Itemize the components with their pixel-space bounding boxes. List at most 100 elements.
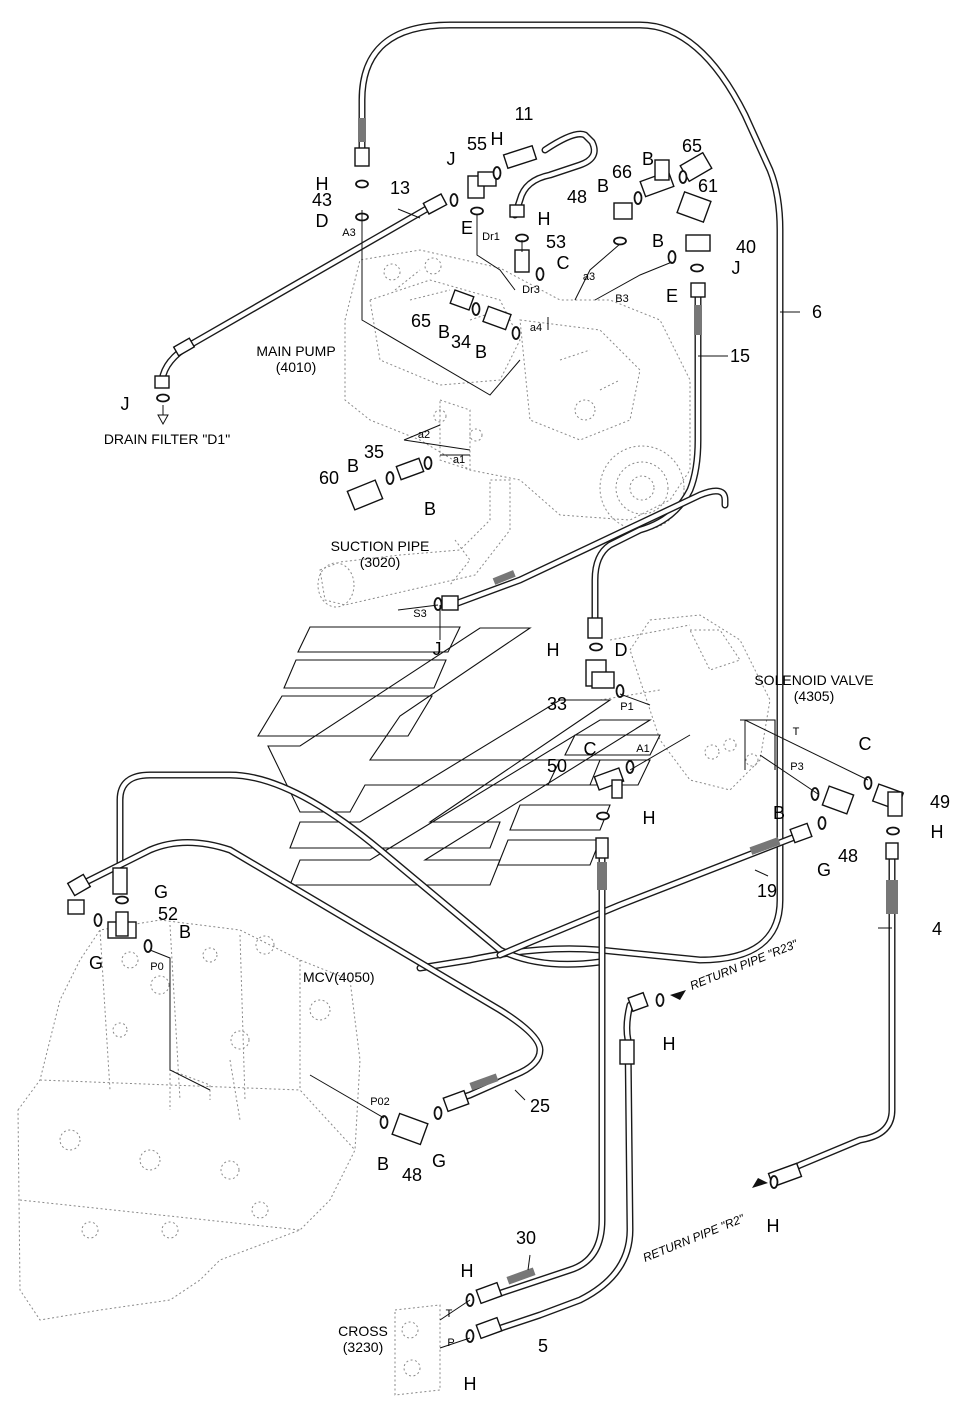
callout-c2: H bbox=[491, 129, 504, 149]
callout-c16: 66 bbox=[612, 162, 632, 182]
port-label-p16: T bbox=[446, 1308, 453, 1320]
pipe-15 bbox=[591, 286, 702, 629]
main-pump-code: (4010) bbox=[276, 359, 316, 375]
cross-outline bbox=[394, 1304, 441, 1396]
solenoid-valve-code: (4305) bbox=[794, 688, 834, 704]
callout-c8: 13 bbox=[390, 178, 410, 198]
callout-c42: 49 bbox=[930, 792, 950, 812]
port-label-p7: a2 bbox=[418, 429, 430, 441]
return-pipe-r23-label: RETURN PIPE "R23" bbox=[688, 937, 800, 993]
fittings bbox=[66, 144, 905, 1340]
port-label-p12: T bbox=[793, 726, 800, 738]
callout-c15: B bbox=[642, 149, 654, 169]
return-pipe-r2-label: RETURN PIPE "R2" bbox=[641, 1211, 747, 1265]
callout-c45: G bbox=[817, 860, 831, 880]
callout-c33: B bbox=[424, 499, 436, 519]
callout-c46: 48 bbox=[838, 846, 858, 866]
port-label-p3: Dr3 bbox=[522, 284, 540, 296]
suction-pipe-outline bbox=[317, 479, 511, 608]
port-label-p1: A3 bbox=[342, 227, 355, 239]
callout-c13: C bbox=[557, 253, 570, 273]
callout-c60: H bbox=[464, 1374, 477, 1394]
callout-c22: E bbox=[666, 286, 678, 306]
callout-c59: 30 bbox=[516, 1228, 536, 1248]
pipe-11 bbox=[511, 130, 598, 219]
port-label-p15: P02 bbox=[370, 1096, 390, 1108]
pipe-6-lower bbox=[116, 771, 604, 968]
callout-c19: B bbox=[652, 231, 664, 251]
callout-c32: 60 bbox=[319, 468, 339, 488]
callout-c20: 40 bbox=[736, 237, 756, 257]
callout-c38: C bbox=[584, 739, 597, 759]
callout-c39: 50 bbox=[547, 756, 567, 776]
callout-c11: 48 bbox=[567, 187, 587, 207]
callout-c34: J bbox=[433, 639, 442, 659]
callout-c62: H bbox=[767, 1216, 780, 1236]
callout-c51: B bbox=[179, 922, 191, 942]
callout-c36: D bbox=[615, 640, 628, 660]
hose-braids bbox=[358, 118, 898, 1285]
callout-c57: G bbox=[432, 1151, 446, 1171]
callout-c43: H bbox=[931, 822, 944, 842]
pipe-suction-return bbox=[451, 487, 729, 608]
pipe-6 bbox=[358, 21, 784, 972]
callout-c3: 55 bbox=[467, 134, 487, 154]
callout-c53: H bbox=[663, 1034, 676, 1054]
pipe-4 bbox=[776, 856, 896, 1179]
callout-c31: B bbox=[347, 456, 359, 476]
callout-c4: J bbox=[447, 149, 456, 169]
mcv-outline bbox=[17, 919, 361, 1321]
solenoid-valve-name: SOLENOID VALVE bbox=[754, 672, 873, 688]
leader-lines bbox=[149, 208, 892, 1349]
callout-c12: 53 bbox=[546, 232, 566, 252]
callout-c49: G bbox=[154, 882, 168, 902]
callout-c54: 25 bbox=[530, 1096, 550, 1116]
callout-c23: 6 bbox=[812, 302, 822, 322]
port-label-p6: a4 bbox=[530, 322, 542, 334]
callout-c48: 4 bbox=[932, 919, 942, 939]
callout-c40: H bbox=[643, 808, 656, 828]
callout-c55: B bbox=[377, 1154, 389, 1174]
callout-c24: 15 bbox=[730, 346, 750, 366]
callout-c30: 35 bbox=[364, 442, 384, 462]
main-pump-name: MAIN PUMP bbox=[256, 343, 335, 359]
port-label-p2: Dr1 bbox=[482, 231, 500, 243]
direction-arrows bbox=[157, 405, 768, 1188]
cross-code: (3230) bbox=[343, 1339, 383, 1355]
callout-c58: H bbox=[461, 1261, 474, 1281]
pipe-5 bbox=[491, 1001, 634, 1334]
port-label-p13: P3 bbox=[790, 761, 803, 773]
callout-c14: 65 bbox=[682, 136, 702, 156]
suction-pipe-code: (3020) bbox=[360, 554, 400, 570]
main-pump-outline bbox=[344, 249, 691, 531]
callout-c6: 43 bbox=[312, 190, 332, 210]
port-label-p5: B3 bbox=[615, 293, 628, 305]
port-label-p10: P1 bbox=[620, 701, 633, 713]
callout-c5: H bbox=[316, 174, 329, 194]
callout-c52: G bbox=[89, 953, 103, 973]
mcv-label: MCV(4050) bbox=[303, 969, 375, 985]
callout-c41: C bbox=[859, 734, 872, 754]
callout-c21: J bbox=[732, 258, 741, 278]
callout-c50: 52 bbox=[158, 904, 178, 924]
callout-c18: 61 bbox=[698, 176, 718, 196]
port-label-p14: P0 bbox=[150, 961, 163, 973]
callout-c25: 65 bbox=[411, 311, 431, 331]
port-label-p11: A1 bbox=[636, 743, 649, 755]
callout-c37: 33 bbox=[547, 694, 567, 714]
callout-c27: 34 bbox=[451, 332, 471, 352]
callout-c29: J bbox=[121, 394, 130, 414]
port-label-p8: a1 bbox=[453, 454, 465, 466]
pipe-25 bbox=[76, 839, 544, 1104]
frame-chevrons bbox=[257, 626, 776, 886]
callout-c26: B bbox=[438, 322, 450, 342]
suction-pipe-name: SUCTION PIPE bbox=[331, 538, 430, 554]
port-label-p17: P bbox=[447, 1337, 454, 1349]
callout-c47: 19 bbox=[757, 881, 777, 901]
callout-c44: B bbox=[773, 803, 785, 823]
callout-c35: H bbox=[547, 640, 560, 660]
